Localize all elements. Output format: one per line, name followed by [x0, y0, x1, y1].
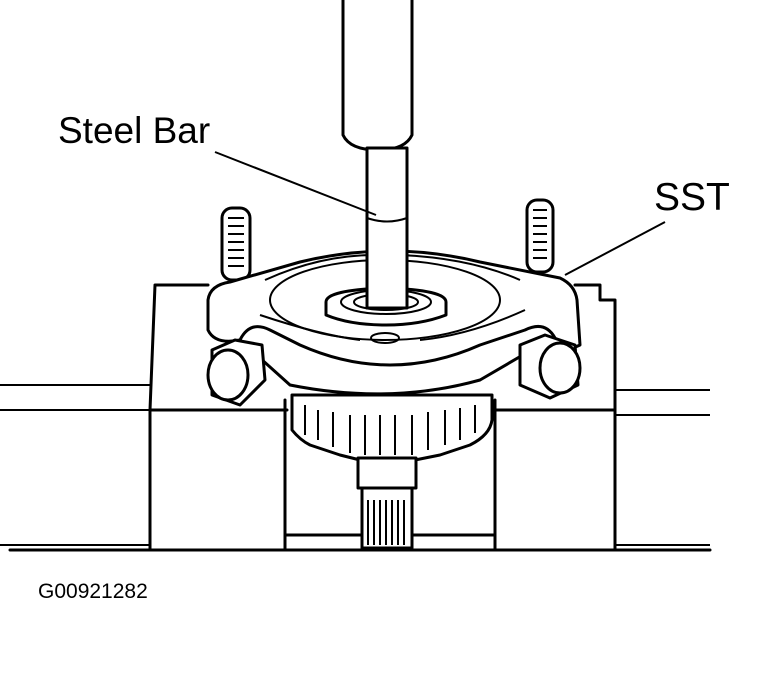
shaft	[356, 456, 418, 550]
steel-bar-leader-line	[214, 151, 377, 216]
sst-label: SST	[654, 176, 730, 219]
press-ram	[341, 0, 414, 310]
sst-leader-line	[564, 221, 666, 276]
steel-bar-label: Steel Bar	[58, 110, 211, 151]
base-block	[0, 283, 712, 552]
gear	[290, 393, 494, 462]
bolt-head-right	[518, 333, 582, 400]
figure-id: G00921282	[38, 580, 148, 603]
threaded-stud-right	[525, 198, 555, 274]
threaded-stud-left	[220, 206, 252, 282]
bolt-head-left	[206, 338, 267, 407]
